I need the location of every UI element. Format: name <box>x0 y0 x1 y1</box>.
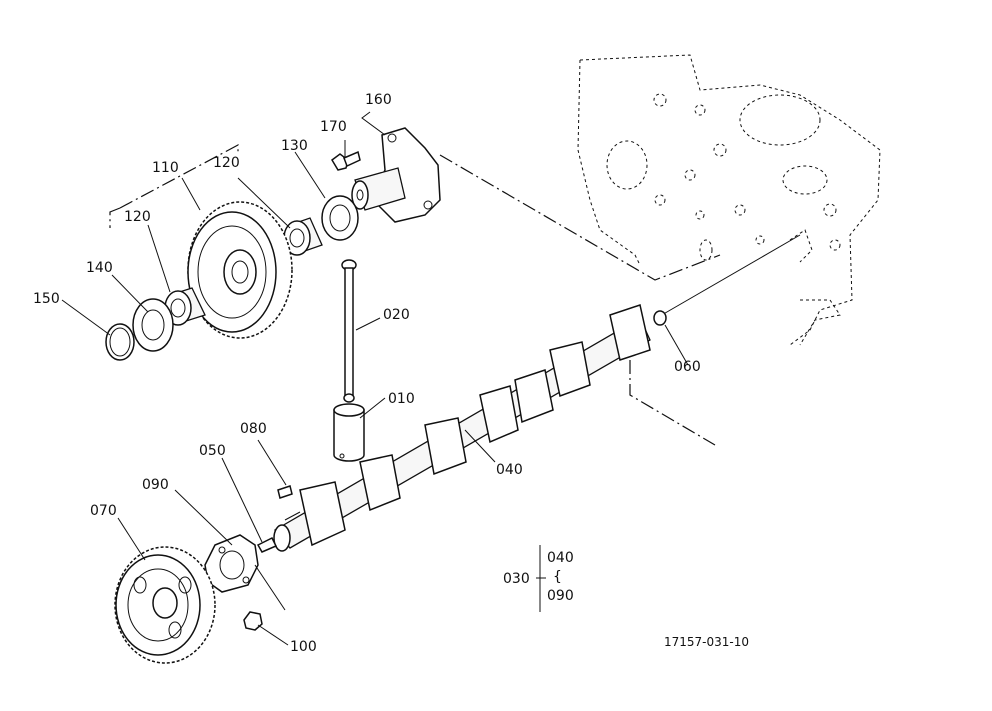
label-160: 160 <box>365 92 392 108</box>
label-060: 060 <box>674 359 701 375</box>
label-080: 080 <box>240 421 267 437</box>
collar-130 <box>321 195 359 241</box>
label-110: 110 <box>152 160 179 176</box>
group-label-030: 030 <box>503 571 530 587</box>
leader-lines <box>61 111 689 646</box>
part-labels: 160 170 130 120 110 120 140 150 020 010 … <box>33 92 701 655</box>
label-120-upper: 120 <box>213 155 240 171</box>
plug-060 <box>653 310 667 326</box>
group-label-090: 090 <box>547 588 574 604</box>
group-label-040: 040 <box>547 550 574 566</box>
group-range-mark: { <box>553 569 562 585</box>
label-170: 170 <box>320 119 347 135</box>
bolt-170 <box>331 150 361 171</box>
washer-140 <box>132 298 174 352</box>
label-010: 010 <box>388 391 415 407</box>
camshaft-040 <box>273 304 651 552</box>
label-070: 070 <box>90 503 117 519</box>
pin-050 <box>256 536 278 553</box>
center-lines <box>109 143 801 446</box>
assembly-group: 030 040 { 090 <box>503 550 574 604</box>
stopper-plate-090 <box>204 534 259 593</box>
label-090: 090 <box>142 477 169 493</box>
label-130: 130 <box>281 138 308 154</box>
bolt-100 <box>243 611 263 631</box>
snap-ring-150 <box>105 323 135 361</box>
label-120-lower: 120 <box>124 209 151 225</box>
label-050: 050 <box>199 443 226 459</box>
cam-gear-070 <box>114 546 216 664</box>
tappet-010 <box>333 403 365 462</box>
key-080 <box>277 485 293 499</box>
label-150: 150 <box>33 291 60 307</box>
bearing-housing-160 <box>351 127 441 223</box>
drawing-number: 17157-031-10 <box>664 635 749 649</box>
label-140: 140 <box>86 260 113 276</box>
push-rod-020 <box>341 259 357 403</box>
idle-gear-110 <box>187 201 293 339</box>
label-020: 020 <box>383 307 410 323</box>
label-040: 040 <box>496 462 523 478</box>
label-100: 100 <box>290 639 317 655</box>
engine-block-outline <box>577 54 881 346</box>
